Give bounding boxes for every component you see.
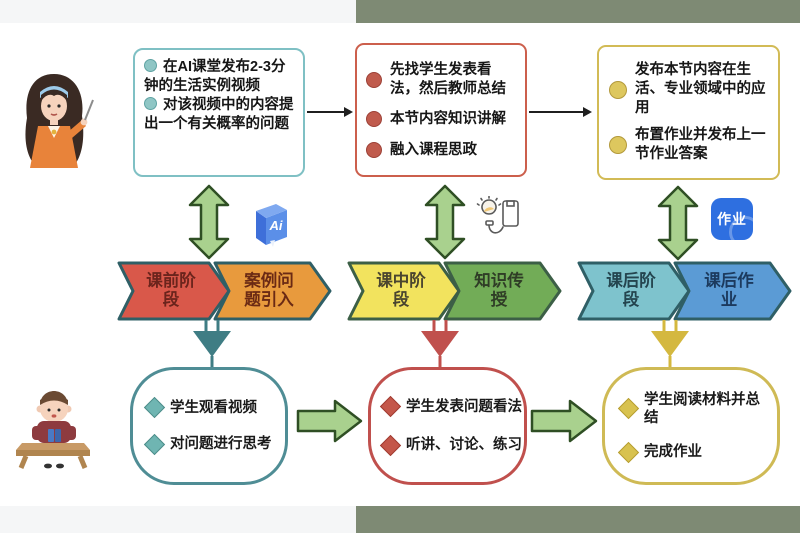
arrow-student-mid-to-post (530, 399, 598, 443)
bullet-circle-icon (609, 80, 627, 99)
preclass-student-box: 学生观看视频 对问题进行思考 (130, 367, 288, 485)
ai-classroom-book-icon: Ai (256, 204, 287, 247)
plan-item-text: 发布本节内容在生活、专业领域中的应用 (635, 62, 766, 116)
arrow-mid-to-post (529, 107, 592, 117)
plan-item-text: 本节内容知识讲解 (390, 111, 506, 127)
student-figure (16, 391, 90, 469)
inclass-student-box: 学生发表问题看法 听讲、讨论、练习 (368, 367, 527, 485)
bullet-circle-icon (366, 71, 382, 88)
student-illustration (16, 391, 90, 469)
plan-item-text: 对该视频中的内容提出一个有关概率的问题 (144, 96, 294, 132)
plan-item-text: 融入课程思政 (390, 141, 477, 158)
student-item: 完成作业 (617, 441, 777, 463)
stage-label-preclass: 课前阶段 (146, 272, 196, 309)
plan-item-text: 先找学生发表看法，然后教师总结 (390, 61, 506, 97)
plan-item-text: 在AI课堂发布2-3分钟的生活实例视频 (144, 59, 286, 94)
postclass-student-box: 学生阅读材料并总结 完成作业 (602, 367, 780, 485)
student-item-text: 听讲、讨论、练习 (406, 437, 522, 453)
student-item-text: 完成作业 (644, 444, 702, 461)
student-item: 听讲、讨论、练习 (379, 434, 524, 456)
funnel-pre (193, 320, 231, 368)
arrow-pre-to-mid (307, 107, 353, 117)
plan-item: 发布本节内容在生活、专业领域中的应用 (609, 61, 768, 118)
method-label-postclass: 课后作业 (704, 272, 754, 309)
plan-item: 先找学生发表看法，然后教师总结 (366, 61, 516, 99)
funnel-mid (421, 320, 459, 368)
student-item: 学生发表问题看法 (379, 396, 524, 418)
bg-strip-top-left (0, 0, 356, 23)
diamond-bullet-icon (617, 398, 640, 420)
diamond-bullet-icon (617, 441, 640, 463)
chevron-post-stage (577, 261, 691, 321)
plan-item: 在AI课堂发布2-3分钟的生活实例视频 (144, 58, 294, 96)
bullet-circle-icon (609, 135, 627, 154)
postclass-plan-box: 发布本节内容在生活、专业领域中的应用 布置作业并发布上一节作业答案 (597, 45, 780, 180)
chevron-mid-method (443, 261, 562, 321)
plan-item: 本节内容知识讲解 (366, 110, 516, 129)
chevron-pre-stage (117, 261, 231, 321)
student-item-text: 学生发表问题看法 (406, 398, 522, 415)
stage-label-inclass: 课中阶段 (376, 272, 426, 309)
teacher-illustration (25, 74, 94, 168)
diamond-bullet-icon (143, 433, 166, 455)
preclass-plan-box: 在AI课堂发布2-3分钟的生活实例视频 对该视频中的内容提出一个有关概率的问题 (133, 48, 305, 177)
plan-item-text: 布置作业并发布上一节作业答案 (635, 127, 766, 162)
student-item-text: 对问题进行思考 (170, 436, 272, 452)
homework-app-label: 作业 (717, 211, 747, 227)
bg-strip-top-right (356, 0, 800, 23)
bg-strip-bottom-right (356, 506, 800, 533)
student-item: 对问题进行思考 (143, 433, 285, 455)
bullet-circle-icon (366, 141, 382, 158)
homework-app-icon: 作业 (711, 198, 753, 240)
bullet-circle-icon (366, 111, 382, 128)
plan-item: 融入课程思政 (366, 141, 516, 160)
bg-strip-bottom-left (0, 506, 356, 533)
ai-icon-label: Ai (269, 218, 283, 233)
arrow-student-pre-to-mid (296, 399, 363, 443)
bullet-circle-icon (144, 96, 157, 110)
student-item-text: 学生阅读材料并总结 (644, 391, 760, 426)
student-item: 学生阅读材料并总结 (617, 391, 777, 427)
bullet-circle-icon (144, 59, 157, 72)
double-arrow-post (657, 185, 699, 261)
diamond-bullet-icon (143, 397, 166, 419)
chevron-post-method (673, 261, 792, 321)
plan-item: 对该视频中的内容提出一个有关概率的问题 (144, 96, 294, 134)
method-label-inclass: 知识传授 (474, 272, 524, 309)
double-arrow-pre (188, 184, 230, 260)
teacher-figure (25, 74, 94, 168)
student-item-text: 学生观看视频 (170, 399, 257, 416)
diamond-bullet-icon (379, 434, 402, 456)
inclass-plan-box: 先找学生发表看法，然后教师总结 本节内容知识讲解 融入课程思政 (355, 43, 527, 177)
plan-item: 布置作业并发布上一节作业答案 (609, 126, 768, 164)
funnel-post (651, 320, 689, 368)
double-arrow-mid (424, 184, 466, 260)
stage-label-postclass: 课后阶段 (606, 272, 656, 309)
lightbulb-book-icon (476, 196, 519, 234)
chevron-pre-method (213, 261, 332, 321)
diamond-bullet-icon (379, 396, 402, 418)
student-item: 学生观看视频 (143, 397, 285, 419)
method-label-preclass: 案例问题引入 (244, 272, 294, 309)
chevron-mid-stage (347, 261, 461, 321)
